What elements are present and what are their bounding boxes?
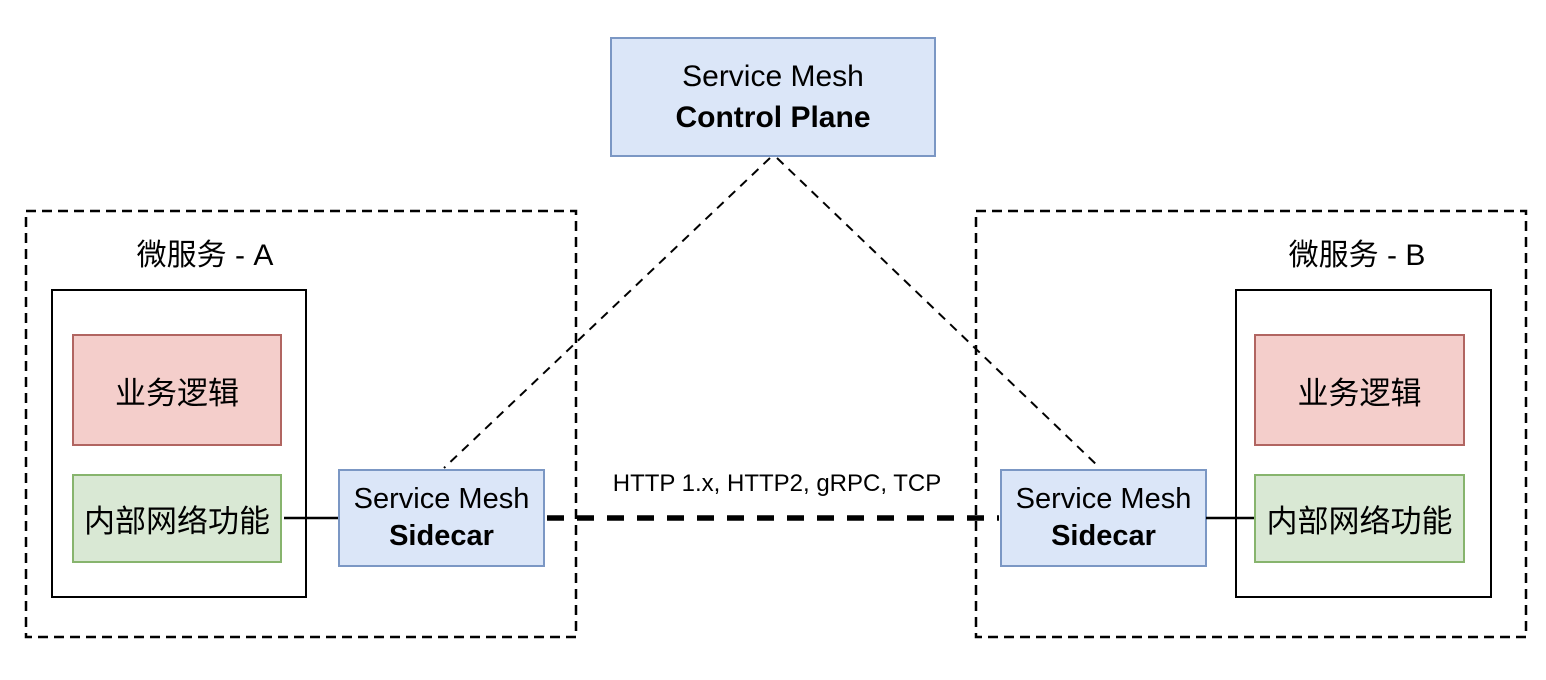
traffic-protocol-label: HTTP 1.x, HTTP2, gRPC, TCP — [612, 470, 942, 497]
microservice-a-business-logic-label: 业务逻辑 — [115, 375, 239, 411]
sidecar-a-label-line1: Service Mesh — [353, 483, 530, 515]
control-plane-box: Service Mesh Control Plane — [610, 37, 936, 157]
sidecar-a-box: Service Mesh Sidecar — [338, 469, 545, 567]
microservice-b-internal-network-label: 内部网络功能 — [1266, 504, 1453, 539]
microservice-b-business-logic-box: 业务逻辑 — [1254, 334, 1465, 446]
control-plane-link-to-sidecar-a — [443, 157, 771, 469]
microservice-b-business-logic-label: 业务逻辑 — [1297, 375, 1422, 411]
microservice-a-internal-network-label: 内部网络功能 — [84, 504, 270, 539]
microservice-b-title: 微服务 - B — [1288, 239, 1426, 272]
control-plane-label-line2: Control Plane — [675, 101, 871, 134]
microservice-a-internal-network-box: 内部网络功能 — [72, 474, 282, 563]
sidecar-b-box: Service Mesh Sidecar — [1000, 469, 1207, 567]
microservice-a-title: 微服务 - A — [136, 239, 274, 272]
sidecar-b-label-line1: Service Mesh — [1015, 483, 1192, 515]
microservice-b-internal-network-box: 内部网络功能 — [1254, 474, 1465, 563]
sidecar-a-label-line2: Sidecar — [389, 520, 494, 552]
control-plane-label-line1: Service Mesh — [682, 60, 864, 93]
control-plane-link-to-sidecar-b — [776, 157, 1101, 469]
sidecar-b-label-line2: Sidecar — [1051, 520, 1156, 552]
microservice-a-business-logic-box: 业务逻辑 — [72, 334, 282, 446]
